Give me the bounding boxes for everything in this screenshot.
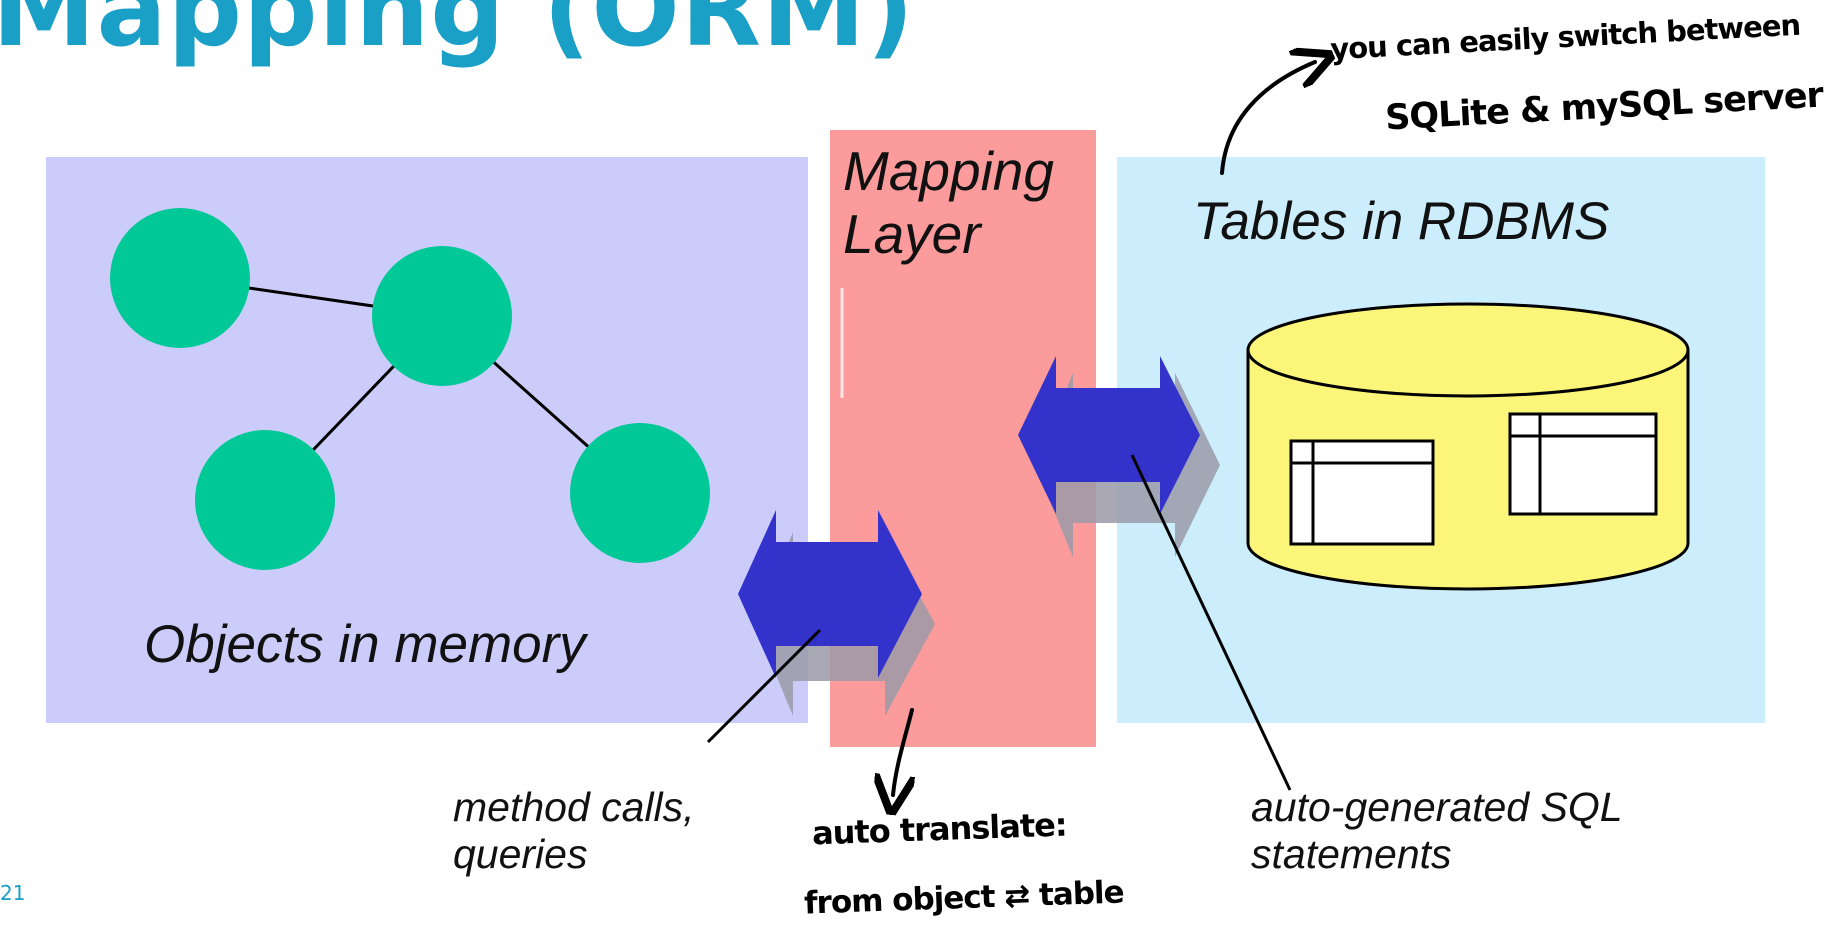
object-node [570,423,710,563]
handwritten-arrow [893,708,912,795]
double-arrow-icon [738,510,922,678]
handwritten-arrow [1220,62,1315,175]
objects-in-memory-label: Objects in memory [144,615,586,674]
method-calls-leader [706,628,822,744]
database-top [1246,302,1690,398]
double-arrow-icon [1018,356,1200,514]
sql-statements-callout: auto-generated SQL statements [1251,784,1622,877]
tables-in-rdbms-label: Tables in RDBMS [1193,192,1610,251]
mapping-layer-label: Mapping Layer [843,140,1054,265]
sql-arrow [1018,356,1220,557]
method-calls-arrow [738,510,935,716]
table-icon [1508,412,1658,516]
object-graph [110,208,710,570]
slide-title: Mapping (ORM) [0,0,915,70]
object-node [372,246,512,386]
table-icon [1289,439,1435,546]
database-icon [1246,302,1690,591]
sql-statements-leader [1130,454,1292,791]
method-calls-callout: method calls, queries [453,784,695,877]
object-node [110,208,250,348]
slide-number: 21 [0,881,26,905]
object-node [195,430,335,570]
